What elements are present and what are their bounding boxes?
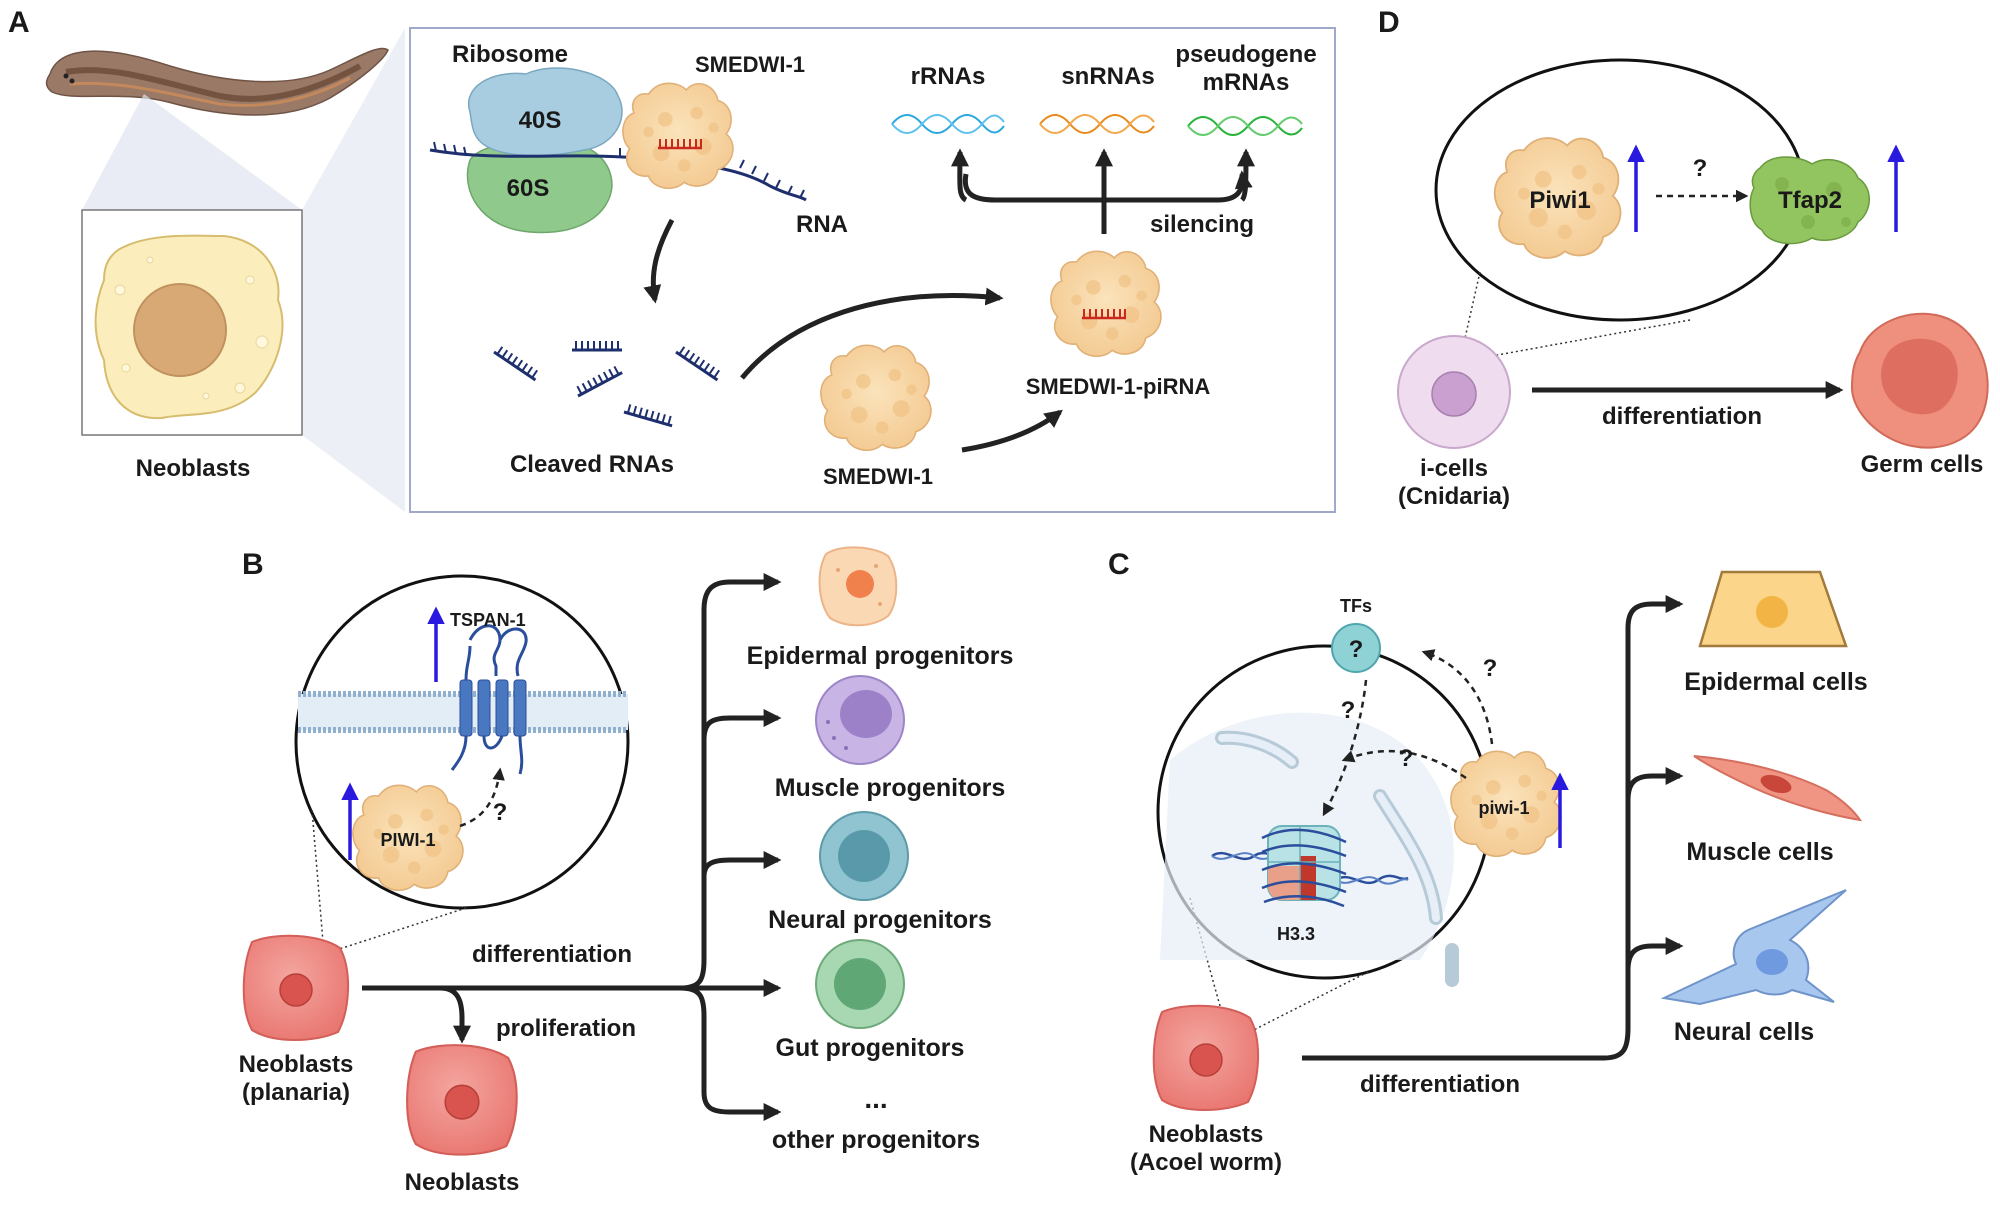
- c-cell-epidermal-label: Epidermal cells: [1684, 668, 1867, 696]
- c-muscle-cell: [1693, 755, 1863, 822]
- b-progenitor-gut-label: Gut progenitors: [776, 1034, 965, 1062]
- rna-label: RNA: [796, 211, 848, 238]
- c-question-3: ?: [1399, 745, 1414, 772]
- b-source-label-line1: Neoblasts: [239, 1051, 354, 1078]
- b-progenitor-muscle-label: Muscle progenitors: [775, 774, 1006, 802]
- cleaved-rnas-label: Cleaved RNAs: [510, 451, 674, 478]
- c-question-2: ?: [1341, 697, 1356, 724]
- panel-b: B TSPAN-1 PIWI-1 ?: [239, 546, 1014, 1196]
- d-differentiation-label: differentiation: [1602, 403, 1762, 430]
- b-source-label-line2: (planaria): [242, 1079, 350, 1106]
- panel-b-letter: B: [242, 548, 264, 581]
- c-source-label-line1: Neoblasts: [1149, 1121, 1264, 1148]
- neoblast-cell: [94, 234, 284, 420]
- panel-a-letter: A: [8, 6, 30, 39]
- b-neoblast-cell: [242, 934, 350, 1041]
- c-neoblast-cell: [1152, 1004, 1260, 1111]
- silencing-arrows: [950, 148, 1255, 234]
- d-question-label: ?: [1693, 155, 1708, 182]
- c-cell-muscle-label: Muscle cells: [1686, 838, 1833, 866]
- inset-zoom-projection: [302, 28, 405, 512]
- c-tf-protein: [1331, 623, 1381, 673]
- c-nuclear-envelope-inner: [1218, 733, 1440, 922]
- worm-zoom-projection: [82, 94, 302, 210]
- target-rrnas-label: rRNAs: [911, 63, 986, 90]
- c-differentiation-label: differentiation: [1360, 1071, 1520, 1098]
- c-source-label-line2: (Acoel worm): [1130, 1149, 1282, 1176]
- b-regulation-arrow: [459, 767, 505, 828]
- silencing-label: silencing: [1150, 211, 1254, 238]
- rrna-strand: [891, 114, 1005, 134]
- b-tspan1-label: TSPAN-1: [450, 610, 526, 630]
- b-product-neoblast: [406, 1044, 518, 1156]
- d-source-label-line1: i-cells: [1420, 455, 1488, 482]
- b-epidermal-progenitor-cell: [818, 546, 898, 627]
- panel-c: C ? TFs piwi-1 ? ?: [1108, 548, 1868, 1176]
- smedwi-1-pirna-complex: [1050, 250, 1162, 358]
- b-zoom-line-left: [311, 809, 325, 955]
- c-nucleosome: [1211, 825, 1409, 908]
- planarian-worm: [45, 47, 389, 116]
- mrna-strand: [1187, 116, 1303, 136]
- b-zoom-line-right: [323, 907, 467, 955]
- b-progenitor-neural-label: Neural progenitors: [768, 906, 992, 934]
- d-tfap2-protein: [1749, 156, 1870, 245]
- panel-c-letter: C: [1108, 548, 1130, 581]
- c-epidermal-cell: [1698, 570, 1848, 648]
- panel-a: A Neoblasts: [8, 6, 1336, 513]
- target-mrnas-label: mRNAs: [1203, 69, 1290, 96]
- smedwi-1-top-label: SMEDWI-1: [695, 52, 805, 77]
- subunit-60s-label: 60S: [507, 175, 550, 202]
- b-question-label: ?: [493, 799, 508, 826]
- c-branch-arrows: [1302, 595, 1684, 1061]
- cleavage-arrow: [643, 218, 675, 304]
- d-icell: [1397, 335, 1511, 449]
- b-progenitor-other-label: other progenitors: [772, 1126, 980, 1154]
- smedwi-1-bound-protein: [622, 82, 734, 190]
- ribosome-label: Ribosome: [452, 41, 568, 68]
- panel-d-letter: D: [1378, 6, 1400, 39]
- d-tfap2-label: Tfap2: [1778, 187, 1842, 214]
- b-branch-arrows: [362, 573, 782, 1121]
- d-zoom-ellipse: [1434, 58, 1806, 322]
- target-pseudogene-label: pseudogene: [1175, 41, 1316, 68]
- c-question-1: ?: [1483, 655, 1498, 682]
- c-piwi1-label: piwi-1: [1478, 798, 1529, 818]
- c-tfs-label: TFs: [1340, 596, 1372, 616]
- b-product-label: Neoblasts: [405, 1169, 520, 1196]
- panel-d: D Piwi1 ? Tfap2 i-cells (Cnidaria) diffe…: [1378, 6, 1989, 510]
- b-neural-progenitor-cell: [819, 811, 909, 901]
- d-source-label-line2: (Cnidaria): [1398, 483, 1510, 510]
- b-differentiation-label: differentiation: [472, 941, 632, 968]
- d-zoom-line-right: [1469, 319, 1691, 361]
- c-cell-neural-label: Neural cells: [1674, 1018, 1814, 1046]
- smedwi-1-pirna-label: SMEDWI-1-piRNA: [1026, 374, 1211, 399]
- b-progenitor-epidermal-label: Epidermal progenitors: [747, 642, 1014, 670]
- binding-arrow: [961, 409, 1063, 453]
- target-snrnas-label: snRNAs: [1061, 63, 1154, 90]
- b-proliferation-label: proliferation: [496, 1015, 636, 1042]
- c-neural-cell: [1660, 889, 1847, 1006]
- smedwi-1-free-protein: [820, 344, 932, 452]
- ribosome: 40S 60S: [466, 67, 623, 234]
- snrna-strand: [1039, 114, 1155, 134]
- b-piwi1-label: PIWI-1: [380, 830, 435, 850]
- c-regulation-arrows: [1322, 649, 1494, 817]
- subunit-40s-label: 40S: [519, 107, 562, 134]
- b-muscle-progenitor-cell: [815, 675, 905, 765]
- c-tf-question: ?: [1349, 636, 1364, 663]
- b-gut-progenitor-cell: [815, 939, 905, 1029]
- b-ellipsis-label: ...: [864, 1083, 887, 1114]
- d-target-label: Germ cells: [1861, 451, 1984, 478]
- c-h33-label: H3.3: [1277, 924, 1315, 944]
- b-tspan1-protein: [450, 624, 528, 775]
- d-germ-cell: [1850, 312, 1989, 449]
- neoblasts-label: Neoblasts: [136, 455, 251, 482]
- smedwi-1-bottom-label: SMEDWI-1: [823, 464, 933, 489]
- c-zoom-line-right: [1229, 971, 1369, 1043]
- d-piwi1-label: Piwi1: [1529, 187, 1590, 214]
- loading-arrow: [740, 287, 1004, 380]
